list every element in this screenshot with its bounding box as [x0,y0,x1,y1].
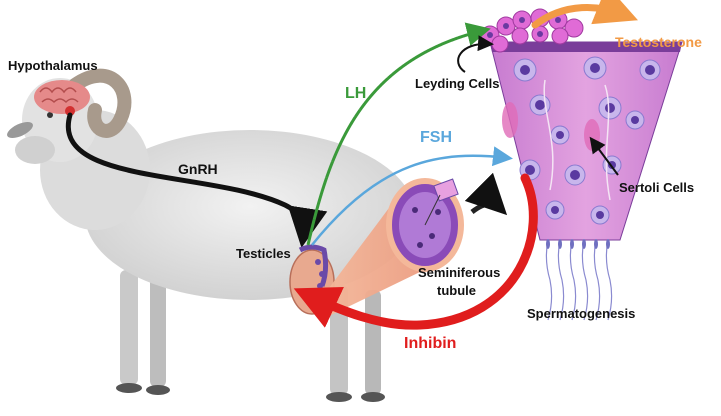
zoom-arrow [472,204,500,212]
leyding-pointer-arrow [458,44,490,72]
label-testosterone: Testosterone [615,34,702,50]
label-inhibin: Inhibin [404,335,456,352]
label-fsh: FSH [420,129,452,146]
label-spermatogenesis: Spermatogenesis [527,306,635,321]
label-lh: LH [345,85,366,102]
label-tubule: tubule [437,283,476,298]
label-seminiferous: Seminiferous [418,265,500,280]
label-gnrh: GnRH [178,161,218,177]
label-testicles: Testicles [236,246,291,261]
label-hypothalamus: Hypothalamus [8,58,98,73]
label-sertoli-cells: Sertoli Cells [619,180,694,195]
label-leyding-cells: Leyding Cells [415,76,500,91]
